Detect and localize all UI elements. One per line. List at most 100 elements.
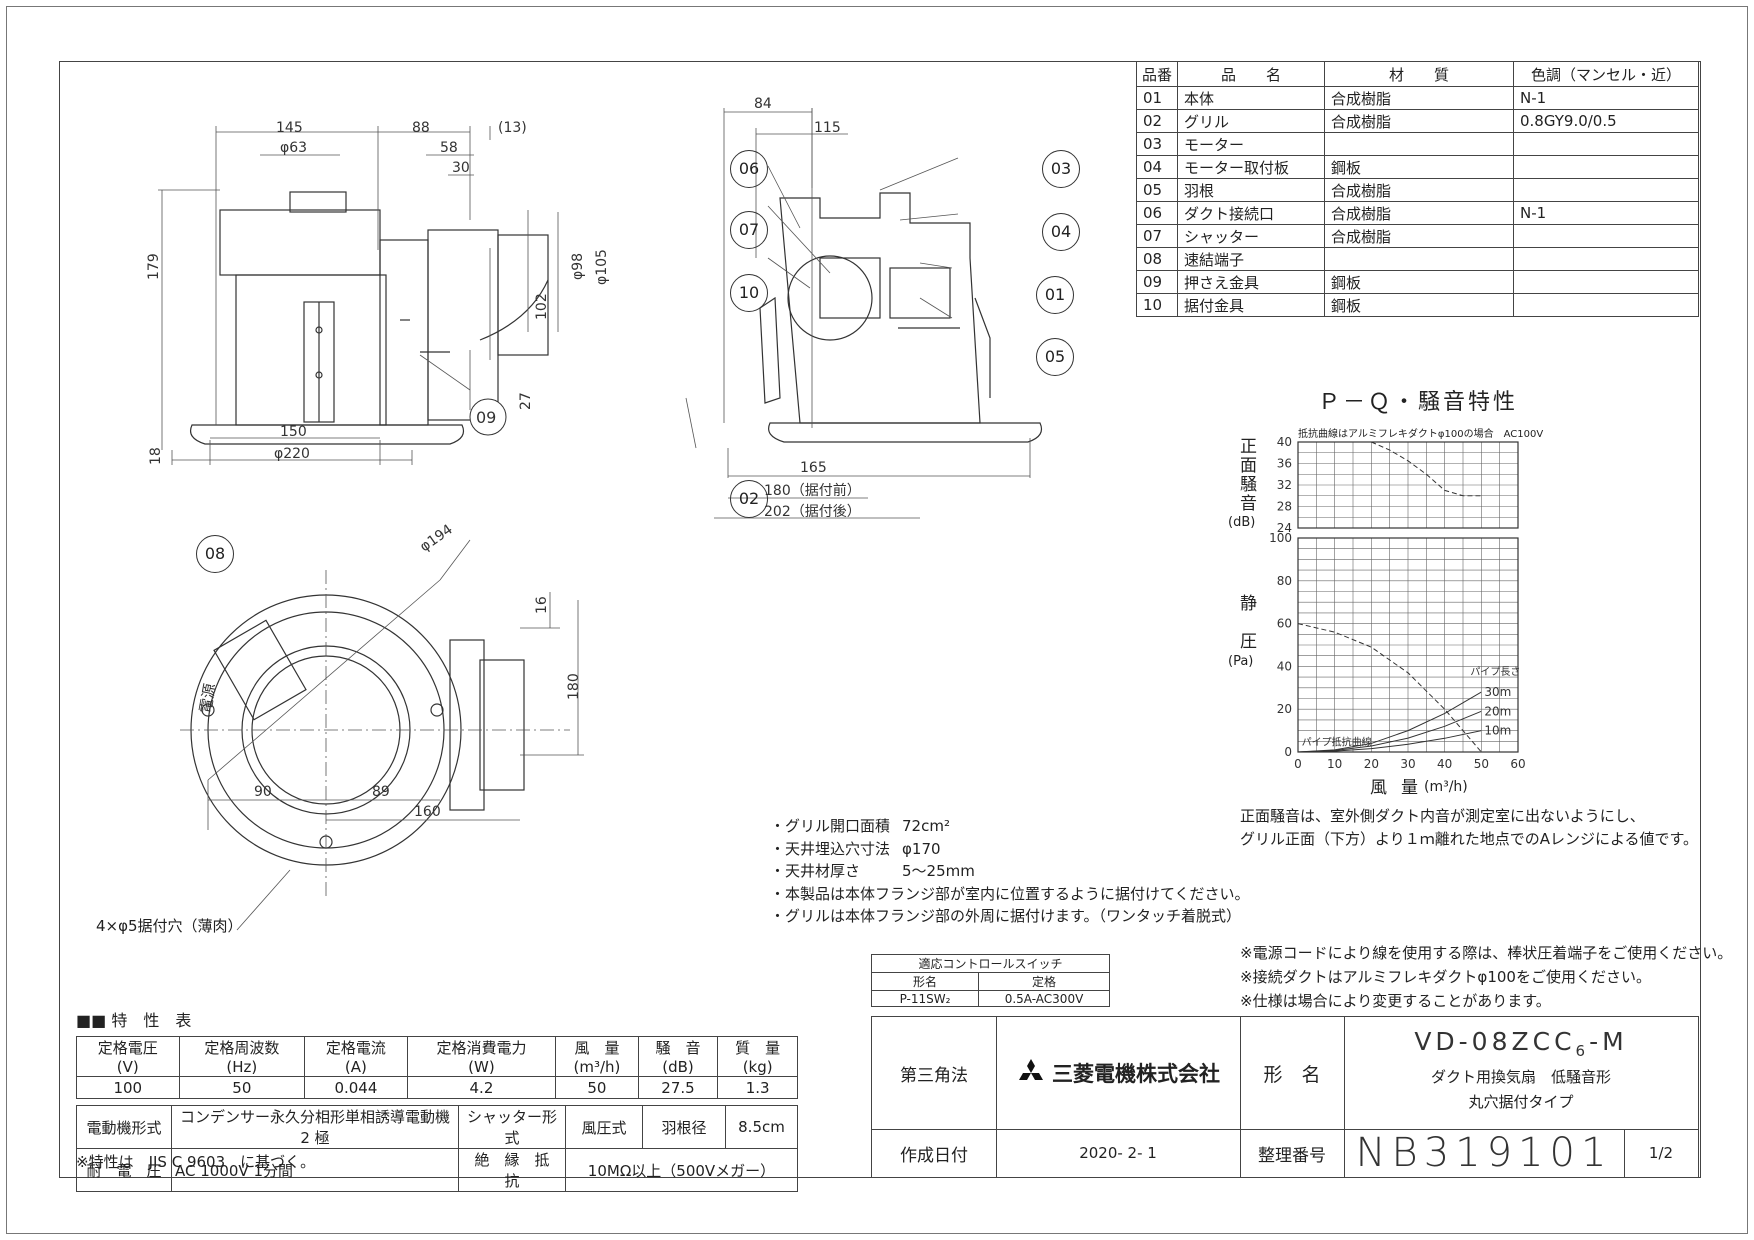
part-name: 押さえ金具 (1177, 270, 1325, 294)
general-notes: ※電源コードにより線を使用する際は、棒状圧着端子をご使用ください。 ※接続ダクト… (1240, 941, 1732, 1013)
duct-housing (427, 229, 499, 421)
part-material: 合成樹脂 (1324, 201, 1514, 225)
dim-27: 27 (518, 392, 534, 410)
part-color: 0.8GY9.0/0.5 (1513, 109, 1699, 133)
spec-note-5: ・グリルは本体フランジ部の外周に据付けます。（ワンタッチ着脱式） (770, 907, 1242, 925)
part-color (1513, 247, 1699, 271)
spec-header: 騒 音(dB) (637, 1036, 719, 1077)
dim-phi98: φ98 (570, 253, 586, 280)
spec-note-4: ・本製品は本体フランジ部が室内に位置するように据付けてください。 (770, 884, 1250, 903)
characteristics-table: 定格電圧(V)定格周波数(Hz)定格電流(A)定格消費電力(W)風 量(m³/h… (76, 1036, 798, 1099)
noise-unit: (dB) (1228, 515, 1256, 530)
part-name: 本体 (1177, 86, 1325, 110)
company-name: 三菱電機株式会社 (1052, 1061, 1220, 1086)
part-name: シャッター (1177, 224, 1325, 248)
general-note-2: ※接続ダクトはアルミフレキダクトφ100をご使用ください。 (1240, 968, 1651, 986)
dim-102: 102 (534, 293, 550, 320)
part-number: 06 (1136, 201, 1178, 225)
insulation-label: 絶 縁 抵 抗 (458, 1148, 566, 1192)
resistance-label-20m: 20m (1484, 704, 1511, 718)
power-label: 電源 (196, 682, 219, 715)
dim-90: 90 (254, 784, 272, 800)
voltage-label: 耐 電 圧 (76, 1148, 172, 1192)
part-material: 鋼板 (1324, 155, 1514, 179)
company-block: 三菱電機株式会社 (996, 1017, 1241, 1130)
part-name: グリル (1177, 109, 1325, 133)
dim-150: 150 (280, 424, 307, 440)
callout-06: 06 (730, 150, 768, 188)
spec-header: 定格電圧(V) (76, 1036, 180, 1077)
x-tick-label: 0 (1294, 757, 1302, 771)
dim-58: 58 (440, 140, 458, 156)
noise-tick-label: 28 (1277, 500, 1292, 514)
date-label: 作成日付 (872, 1129, 997, 1177)
parts-header-color: 色調（マンセル・近） (1513, 61, 1699, 87)
dim-165: 165 (800, 460, 827, 476)
chart-title: Ｐ－Ｑ・騒音特性 (1318, 390, 1519, 415)
motor-value: コンデンサー永久分相形単相誘導電動機 2 極 (171, 1105, 459, 1149)
part-color: N-1 (1513, 201, 1699, 225)
part-material (1324, 247, 1514, 271)
motor-block (819, 257, 881, 319)
pq-curve (1297, 623, 1482, 753)
parts-header-material: 材 質 (1324, 61, 1514, 87)
spec-value: 100 (76, 1076, 180, 1099)
dim-88: 88 (412, 120, 430, 136)
model-block: VD-08ZCC6-M ダクト用換気扇 低騒音形 丸穴据付タイプ (1344, 1017, 1698, 1130)
mounting-bracket (759, 296, 781, 404)
spec-header: 質 量(kg) (717, 1036, 798, 1077)
shutter-arc (787, 255, 873, 341)
dim-89: 89 (372, 784, 390, 800)
callout-05: 05 (1036, 338, 1074, 376)
part-number: 08 (1136, 247, 1178, 271)
pressure-tick-label: 0 (1284, 745, 1292, 759)
parts-header-no: 品番 (1136, 61, 1178, 87)
resistance-label-10m: 10m (1484, 724, 1511, 738)
switch-rating: 0.5A-AC300V (978, 990, 1110, 1007)
parts-header-name: 品 名 (1177, 61, 1325, 87)
dim-phi220: φ220 (274, 446, 310, 462)
part-material: 合成樹脂 (1324, 86, 1514, 110)
side-view-drawing: 145 88 (13) φ63 58 30 179 φ98 φ105 102 2… (146, 120, 610, 465)
resistance-curve-30m (1297, 691, 1482, 753)
pressure-plot-frame (1297, 537, 1519, 753)
insulation-value: 10MΩ以上（500Vメガー） (565, 1148, 798, 1192)
pressure-tick-label: 100 (1269, 531, 1292, 545)
x-tick-label: 10 (1327, 757, 1342, 771)
terminal-block (213, 619, 307, 721)
square-marker-icon: ■■ (76, 1011, 107, 1030)
outer-border (6, 6, 1748, 1234)
callout-08: 08 (196, 535, 234, 573)
spec-header: 定格消費電力(W) (406, 1036, 557, 1077)
blade-value: 8.5cm (725, 1105, 798, 1149)
noise-tick-label: 36 (1277, 457, 1292, 471)
switch-header-rating: 定格 (978, 972, 1110, 991)
page-number: 1/2 (1648, 1144, 1674, 1162)
callout-01: 01 (1036, 276, 1074, 314)
dim-18: 18 (148, 447, 164, 465)
noise-ylabel: 正面騒音 (1240, 437, 1257, 514)
date-value: 2020- 2- 1 (996, 1129, 1241, 1177)
dim-115: 115 (814, 120, 841, 136)
model-label: 形 名 (1240, 1017, 1345, 1130)
pressure-tick-label: 20 (1277, 702, 1292, 716)
spec-value: 1.3 (717, 1076, 798, 1099)
pressure-ylabel: 静圧 (1240, 594, 1257, 652)
housing-outline (779, 192, 981, 424)
grille-outline (768, 422, 1043, 443)
shutter-value: 風圧式 (565, 1105, 643, 1149)
part-number: 09 (1136, 270, 1178, 294)
callout-03: 03 (1042, 150, 1080, 188)
model-desc-1: ダクト用換気扇 低騒音形 (1430, 1068, 1611, 1086)
duct-outlet (497, 234, 549, 356)
part-number: 02 (1136, 109, 1178, 133)
